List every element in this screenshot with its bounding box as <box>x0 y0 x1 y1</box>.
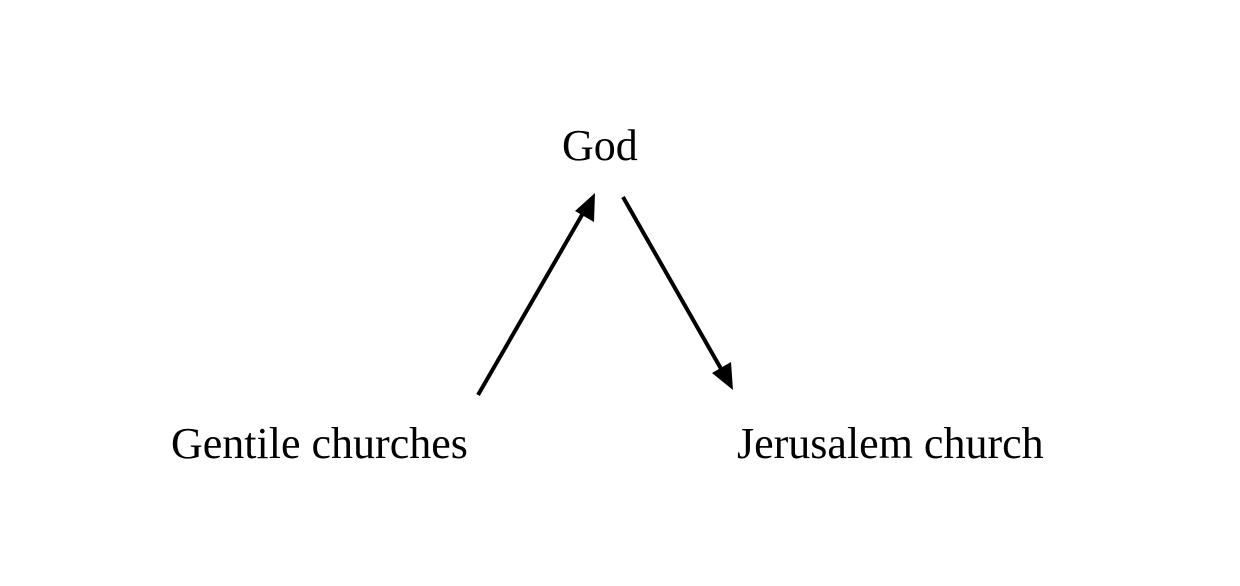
arrowhead-up-icon <box>575 193 595 222</box>
node-jerusalem-church: Jerusalem church <box>737 419 1044 468</box>
node-god: God <box>562 121 638 170</box>
arrowhead-down-icon <box>712 362 733 390</box>
node-gentile-churches: Gentile churches <box>171 419 468 468</box>
arrow-gentile-to-god <box>476 193 595 397</box>
arrow-god-to-jerusalem <box>621 196 733 390</box>
